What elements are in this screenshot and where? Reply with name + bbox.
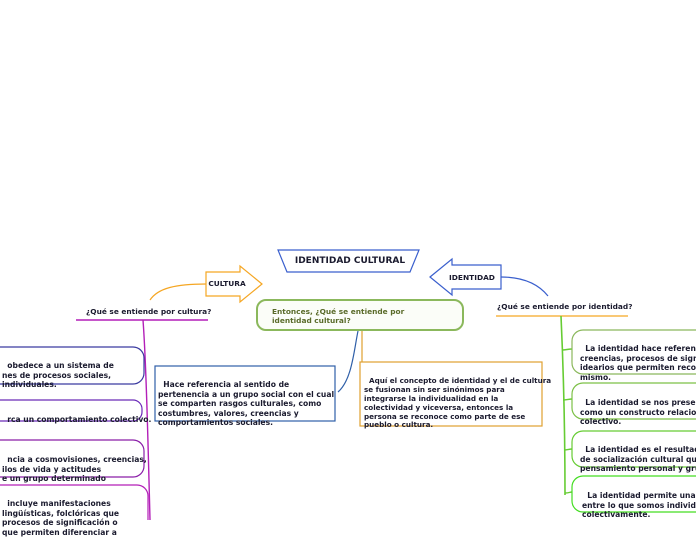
identity-item-2[interactable]: La identidad se nos presenta c como un c… [580,389,696,427]
identity-item-1-text: La identidad hace referencia a creencias… [580,344,696,382]
identity-item-3[interactable]: La identidad es el resultado de de socia… [580,436,696,474]
identity-item-1[interactable]: La identidad hace referencia a creencias… [580,335,696,382]
cultura-item-2-text: rca un comportamiento colectivo. [7,415,152,425]
link-main-definition [337,330,359,393]
link-identidad-question [500,276,549,297]
cultura-item-4-text: incluye manifestaciones lingüísticas, fo… [2,499,120,537]
cultura-item-3[interactable]: ncia a cosmovisiones, creencias, ilos de… [2,446,147,484]
definition-concept[interactable]: Aquí el concepto de identidad y el de cu… [364,368,551,430]
identity-question-text: ¿Qué se entiende por identidad? [497,302,633,311]
cultura-item-4[interactable]: incluye manifestaciones lingüísticas, fo… [2,490,146,537]
cultura-item-1-text: obedece a un sistema de nes de procesos … [2,361,114,390]
identidad-arrow-label: IDENTIDAD [449,273,495,282]
central-title: IDENTIDAD CULTURAL [294,256,406,266]
cultura-item-1[interactable]: obedece a un sistema de nes de procesos … [2,352,142,390]
main-question-node[interactable]: Entonces, ¿Qué se entiende por identidad… [256,299,464,331]
cultura-arrow[interactable]: CULTURA [206,279,248,288]
definition-cultural-text: Hace referencia al sentido de pertenenci… [158,380,335,428]
identity-question[interactable]: ¿Qué se entiende por identidad? [497,302,633,311]
cultura-question[interactable]: ¿Qué se entiende por cultura? [86,307,211,316]
identity-item-4-text: La identidad permite una dife entre lo q… [582,491,696,520]
cultura-item-3-text: ncia a cosmovisiones, creencias, ilos de… [2,455,147,484]
cultura-arrow-label: CULTURA [208,279,246,288]
cultura-question-text: ¿Qué se entiende por cultura? [86,307,212,316]
identity-trunk [560,315,566,496]
identidad-arrow[interactable]: IDENTIDAD [444,273,500,282]
main-question-text: Entonces, ¿Qué se entiende por identidad… [272,307,405,325]
identity-link-4 [564,491,573,494]
definition-concept-text: Aquí el concepto de identidad y el de cu… [364,375,552,430]
definition-cultural[interactable]: Hace referencia al sentido de pertenenci… [158,371,334,427]
link-cultura-question [149,283,207,301]
identity-item-2-text: La identidad se nos presenta c como un c… [580,398,696,427]
identity-item-3-text: La identidad es el resultado de de socia… [580,445,696,474]
central-topic[interactable]: IDENTIDAD CULTURAL [284,250,416,272]
identity-item-4[interactable]: La identidad permite una dife entre lo q… [582,482,696,520]
cultura-item-2[interactable]: rca un comportamiento colectivo. [2,406,151,425]
identity-link-2 [562,398,573,401]
identity-link-1 [561,348,573,351]
identity-link-3 [563,448,573,451]
